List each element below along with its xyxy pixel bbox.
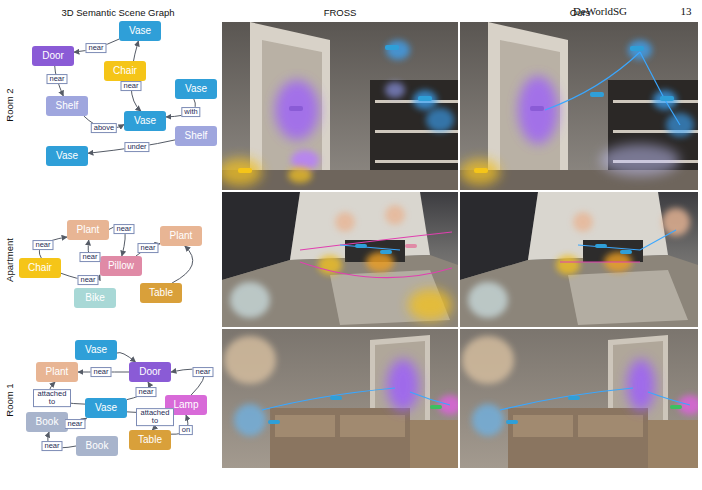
object-node: Vase <box>119 21 161 41</box>
relation-arrow <box>172 246 193 283</box>
relation-arrow <box>88 140 175 153</box>
relation-label: near <box>64 419 85 429</box>
relation-label: near <box>135 387 156 397</box>
object-node: Plant <box>160 226 202 246</box>
node-text: Plant <box>170 231 193 241</box>
relation-label: near <box>32 240 53 250</box>
node-text: Book <box>86 441 109 451</box>
object-node: Table <box>140 283 182 303</box>
column-header: FROSS <box>324 7 357 18</box>
object-node: Plant <box>36 362 78 382</box>
node-text: Vase <box>134 116 156 126</box>
node-text: Vase <box>185 84 207 94</box>
object-node: Shelf <box>175 126 217 146</box>
relation-label: above <box>91 123 117 133</box>
relation-label: near <box>192 367 213 377</box>
running-header: 13 <box>681 5 692 17</box>
relation-label: attached to <box>136 408 174 426</box>
relation-arrow <box>136 244 160 256</box>
node-text: Vase <box>95 403 117 413</box>
node-text: Book <box>36 417 59 427</box>
node-text: Lamp <box>173 400 198 410</box>
relation-label: under <box>124 142 149 152</box>
object-node: Shelf <box>46 96 88 116</box>
object-node: Vase <box>85 398 127 418</box>
row-label: Room 2 <box>4 88 15 121</box>
relation-label: with <box>181 107 200 117</box>
node-text: Bike <box>85 293 104 303</box>
relation-label: near <box>120 81 141 91</box>
object-node: Chair <box>104 61 146 81</box>
column-header: 3D Semantic Scene Graph <box>61 7 174 18</box>
object-node: Door <box>32 46 74 66</box>
node-text: Chair <box>113 66 137 76</box>
relation-label: on <box>179 425 193 435</box>
node-text: Door <box>42 51 64 61</box>
node-text: Table <box>149 288 173 298</box>
object-node: Book <box>76 436 118 456</box>
relation-label: near <box>113 224 134 234</box>
relation-label: near <box>137 243 158 253</box>
row-label: Apartment <box>4 238 15 282</box>
node-text: Shelf <box>56 101 79 111</box>
object-node: Door <box>129 362 171 382</box>
object-node: Bike <box>74 288 116 308</box>
object-node: Vase <box>175 79 217 99</box>
node-text: Vase <box>56 151 78 161</box>
column-header: Ours <box>570 7 591 18</box>
node-text: Chair <box>28 263 52 273</box>
object-node: Vase <box>124 111 166 131</box>
object-node: Book <box>26 412 68 432</box>
object-node: Vase <box>75 340 117 360</box>
node-text: Plant <box>77 225 100 235</box>
object-node: Chair <box>19 258 61 278</box>
node-text: Table <box>138 435 162 445</box>
node-text: Plant <box>46 367 69 377</box>
relation-arrow <box>117 353 136 362</box>
relation-label: near <box>46 74 67 84</box>
relation-label: near <box>79 252 100 262</box>
node-text: Vase <box>129 26 151 36</box>
relation-label: near <box>41 441 62 451</box>
node-text: Shelf <box>185 131 208 141</box>
relation-label: near <box>85 43 106 53</box>
object-node: Vase <box>46 146 88 166</box>
relation-label: near <box>77 275 98 285</box>
row-label: Room 1 <box>4 383 15 416</box>
node-text: Pillow <box>108 261 134 271</box>
object-node: Table <box>129 430 171 450</box>
object-node: Pillow <box>100 256 142 276</box>
relation-label: attached to <box>33 389 71 407</box>
relation-arrow <box>74 39 119 52</box>
node-text: Vase <box>85 345 107 355</box>
node-text: Door <box>139 367 161 377</box>
object-node: Plant <box>67 220 109 240</box>
relation-label: near <box>90 367 111 377</box>
